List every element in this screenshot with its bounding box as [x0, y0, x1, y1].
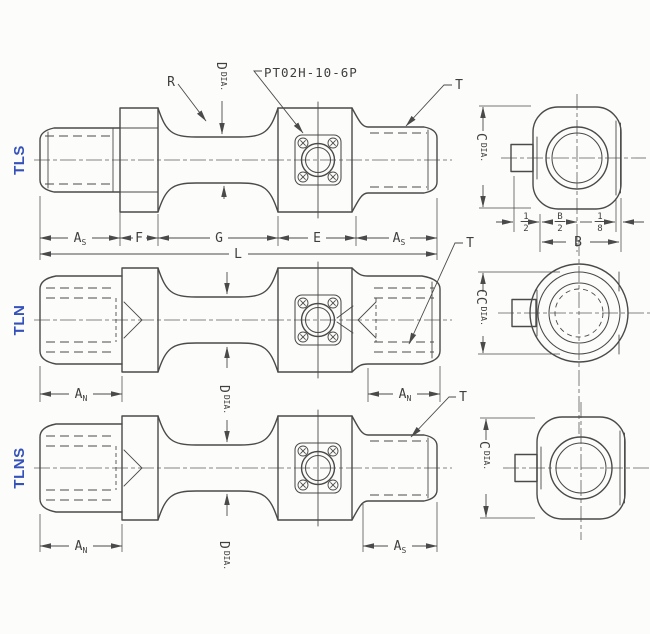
- label-d-dia-tlns: DDIA.: [216, 541, 231, 570]
- leader-t-tln: [408, 242, 463, 345]
- label-t-tls: T: [455, 78, 463, 93]
- dim-label-an-tln-right: AN: [399, 387, 412, 403]
- leader-t-tls: [405, 84, 452, 127]
- leader-lines: [177, 70, 463, 516]
- label-t-tlns: T: [459, 390, 467, 405]
- fraction-one-eighth: 1 8: [594, 212, 606, 234]
- label-c-dia-bottom: CDIA.: [476, 441, 491, 470]
- tln-end-view: [498, 240, 650, 434]
- tln-right-internal-thread-boss: [351, 267, 441, 373]
- tln-end-thread-circle: [554, 288, 604, 338]
- tlns-side-view: [34, 409, 452, 527]
- dim-label-b: B: [574, 235, 582, 250]
- label-connector-part-number: PT02H-10-6P: [264, 65, 358, 80]
- tln-connector-pointer: [336, 305, 354, 334]
- svg-text:2: 2: [557, 224, 562, 234]
- svg-text:1: 1: [597, 212, 602, 222]
- label-c-dia-top: CDIA.: [473, 133, 488, 162]
- dim-label-f: F: [135, 231, 143, 246]
- dim-label-as-right: AS: [393, 231, 406, 247]
- tls-side-view: [34, 101, 452, 219]
- tln-side-view: [34, 261, 452, 379]
- svg-text:8: 8: [597, 224, 602, 234]
- tls-left-threaded-stud: [39, 127, 121, 193]
- dim-label-an-tln-left: AN: [75, 387, 88, 403]
- leader-r: [177, 83, 207, 122]
- text-labels: TLS TLN TLNS R PT02H-10-6P T T T DDIA. D…: [11, 62, 606, 570]
- tln-dimensions: [39, 366, 441, 402]
- model-label-tln: TLN: [11, 305, 28, 336]
- dim-label-e: E: [313, 231, 321, 246]
- label-r: R: [167, 75, 175, 90]
- dim-label-l: L: [234, 247, 242, 262]
- label-cc-dia: CCDIA.: [473, 289, 488, 326]
- tls-end-view: [501, 94, 646, 252]
- leader-connector: [253, 70, 304, 134]
- label-d-dia-tln: DDIA.: [216, 385, 231, 414]
- label-d-dia-tls: DDIA.: [213, 62, 228, 91]
- tln-end-connector-stub: [511, 298, 537, 328]
- model-label-tls: TLS: [11, 145, 28, 175]
- tls-flange: [119, 107, 159, 213]
- tls-dimensions: [39, 196, 438, 260]
- leader-t-tlns: [410, 396, 456, 438]
- dim-label-as-left: AS: [74, 231, 87, 247]
- svg-text:2: 2: [523, 224, 528, 234]
- tlns-end-view: [503, 402, 650, 540]
- dim-label-an-tlns: AN: [75, 539, 88, 555]
- dim-label-as-tlns: AS: [394, 539, 407, 555]
- dim-label-g: G: [215, 231, 223, 246]
- fraction-one-half: 1 2: [520, 212, 532, 234]
- label-t-tln: T: [466, 236, 474, 251]
- tlns-dimensions: [39, 502, 438, 552]
- model-label-tlns: TLNS: [11, 447, 28, 488]
- svg-text:B: B: [557, 212, 562, 222]
- fraction-b-over-2: B 2: [554, 212, 566, 234]
- svg-text:1: 1: [523, 212, 528, 222]
- tln-end-outer-circle: [529, 263, 629, 363]
- end-view-dimensions: [478, 105, 644, 519]
